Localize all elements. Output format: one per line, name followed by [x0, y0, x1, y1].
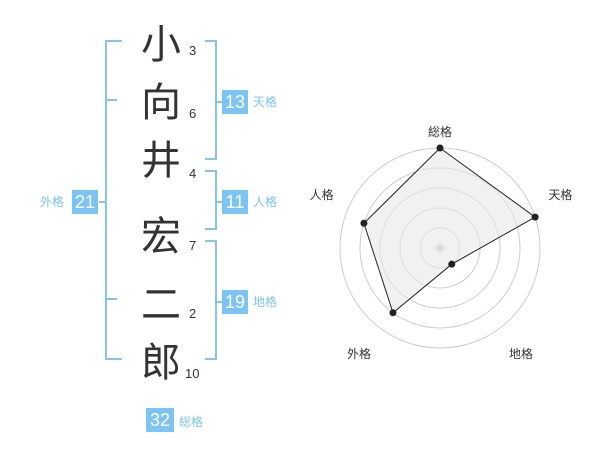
soukaku-label: 総格 [179, 415, 204, 429]
tenkaku-label: 天格 [253, 95, 278, 109]
gaikaku-connector [99, 201, 106, 203]
gaikaku-bracket [105, 40, 122, 360]
name-char-5: 二 [141, 282, 181, 328]
stroke-count-3: 4 [189, 166, 197, 181]
gaikaku-value: 21 [72, 190, 98, 214]
radar-point-4 [389, 309, 397, 317]
radar-points [360, 144, 539, 317]
radar-point-3 [448, 260, 456, 268]
chikaku-value: 19 [222, 290, 248, 314]
name-char-3: 井 [141, 138, 181, 184]
stroke-count-5: 2 [189, 306, 197, 321]
radar-axis-label-4: 外格 [347, 346, 371, 361]
radar-axis-label-5: 人格 [310, 187, 334, 202]
chikaku-connector [216, 301, 223, 303]
radar-point-2 [531, 213, 539, 221]
radar-point-5 [360, 219, 368, 227]
soukaku-value: 32 [146, 408, 174, 432]
jinkaku-bracket [205, 170, 217, 230]
name-char-2: 向 [141, 80, 181, 126]
name-char-4: 宏 [141, 214, 181, 260]
tenkaku-connector [216, 101, 223, 103]
tenkaku-bracket [205, 40, 217, 160]
stroke-count-2: 6 [189, 106, 197, 121]
name-char-6: 郎 [141, 340, 181, 386]
radar-axis-label-3: 地格 [509, 346, 533, 361]
stroke-count-4: 7 [189, 238, 197, 253]
chikaku-label: 地格 [253, 295, 278, 309]
radar-axis-label-2: 天格 [548, 187, 572, 202]
tenkaku-value: 13 [222, 90, 248, 114]
radar-area [363, 147, 537, 314]
stroke-count-6: 10 [185, 366, 200, 381]
chikaku-bracket [205, 240, 217, 360]
jinkaku-label: 人格 [253, 195, 278, 209]
radar-point-1 [436, 144, 444, 152]
stroke-count-1: 3 [189, 43, 197, 58]
gaikaku-label: 外格 [40, 195, 65, 209]
gaikaku-tick-1 [105, 99, 117, 101]
jinkaku-value: 11 [222, 190, 248, 214]
radar-axis-label-1: 総格 [428, 124, 452, 139]
gaikaku-tick-2 [105, 298, 117, 300]
jinkaku-connector [216, 201, 223, 203]
name-char-1: 小 [141, 22, 181, 68]
